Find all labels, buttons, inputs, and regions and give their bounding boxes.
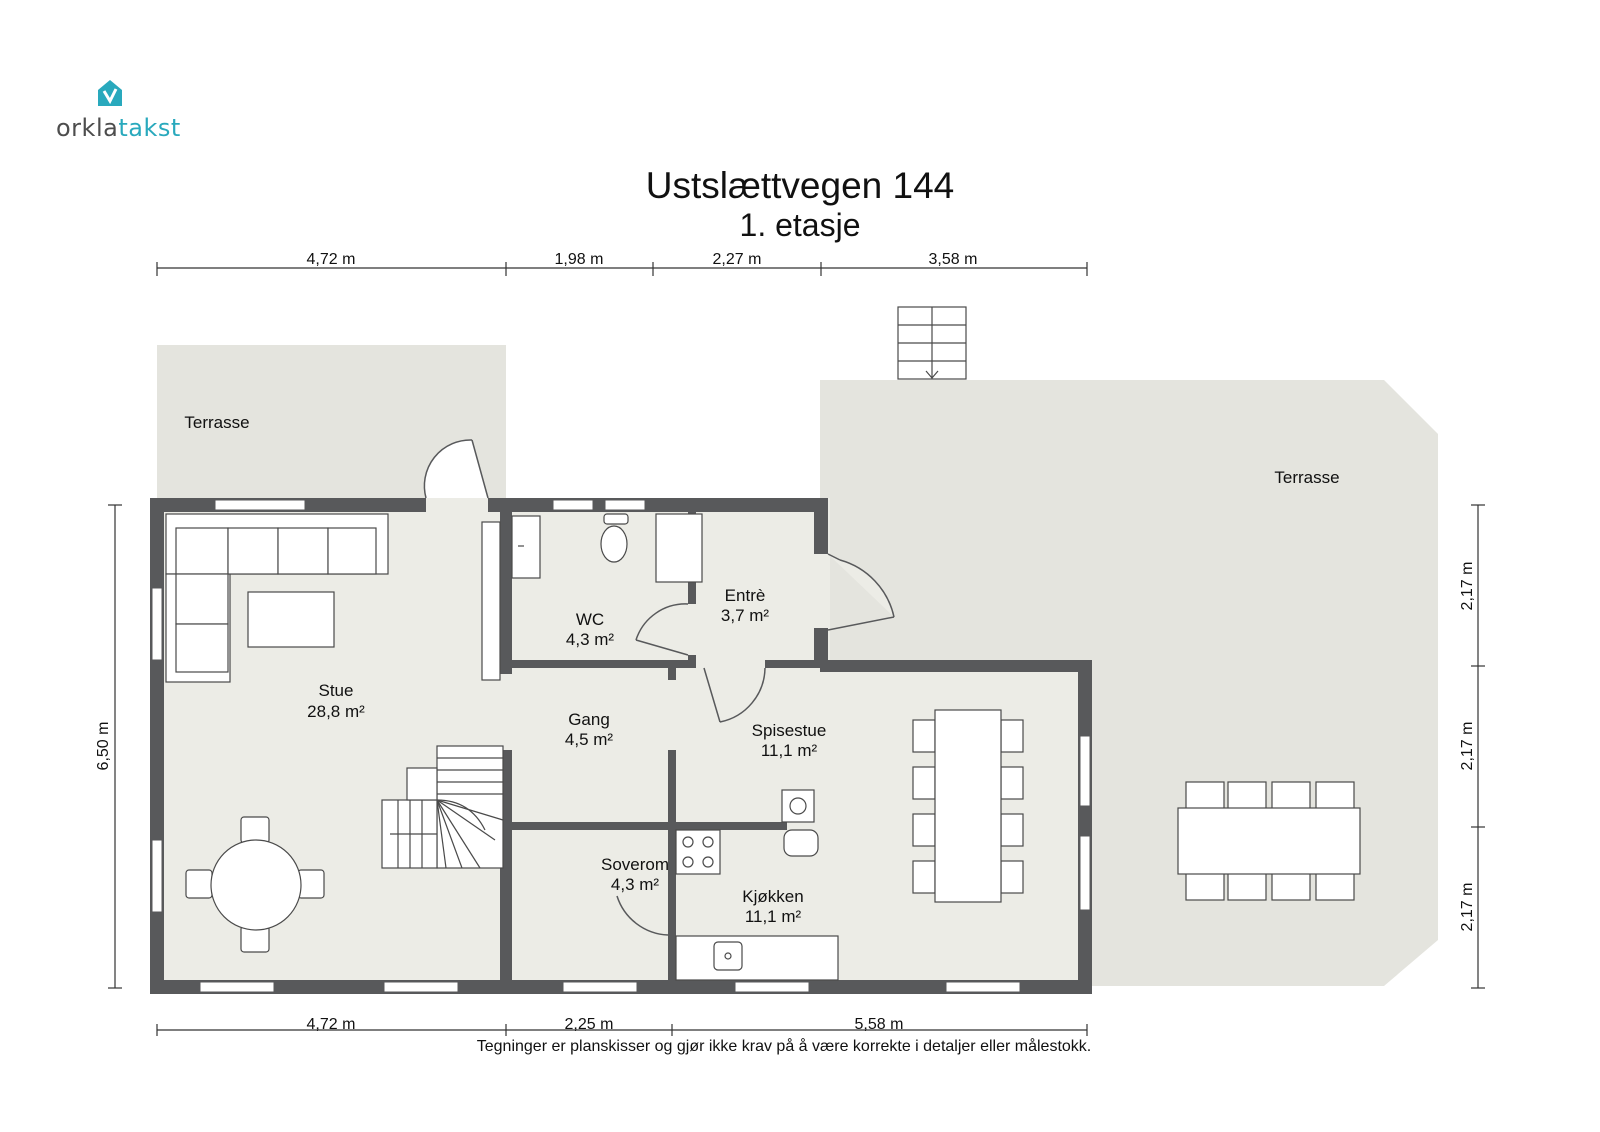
dim-top-2: 1,98 m <box>555 251 604 268</box>
dim-top-4: 3,58 m <box>929 251 978 268</box>
room-area-spisestue: 11,1 m² <box>761 741 818 760</box>
room-label-entre: Entrè <box>725 586 766 605</box>
dim-bottom-2: 2,25 m <box>565 1016 614 1033</box>
room-label-terrace-right: Terrasse <box>1274 468 1339 487</box>
room-label-stue: Stue <box>319 681 354 700</box>
dim-top-3: 2,27 m <box>713 251 762 268</box>
dining-table <box>912 709 1024 903</box>
orklatakst-logo: orklatakst <box>56 76 196 146</box>
doors <box>423 439 895 936</box>
room-area-wc: 4,3 m² <box>566 630 615 649</box>
room-area-entre: 3,7 m² <box>721 606 770 625</box>
kitchen-fixtures <box>675 789 839 981</box>
sofa <box>165 513 389 683</box>
room-label-spisestue: Spisestue <box>752 721 827 740</box>
house-check-icon <box>98 80 122 106</box>
logo-part-2: takst <box>118 114 181 142</box>
logo-part-1: orkla <box>56 114 119 142</box>
disclaimer-text: Tegninger er planskisser og gjør ikke kr… <box>0 1038 1600 1056</box>
coffee-table <box>247 591 335 648</box>
dim-top-1: 4,72 m <box>307 251 356 268</box>
logo-wordmark: orklatakst <box>56 114 181 142</box>
plan-title: Ustslættvegen 144 <box>645 165 955 206</box>
room-label-wc: WC <box>576 610 604 629</box>
disclaimer-label: Tegninger er planskisser og gjør ikke kr… <box>476 1038 1092 1055</box>
dim-bottom-3: 5,58 m <box>855 1016 904 1033</box>
dimension-lines <box>108 262 1485 1036</box>
wall-shelf <box>481 521 501 681</box>
room-area-stue: 28,8 m² <box>307 702 365 721</box>
round-dining-table <box>185 816 325 953</box>
room-label-kjokken: Kjøkken <box>742 887 803 906</box>
room-label-gang: Gang <box>568 710 610 729</box>
room-label-terrace-left: Terrasse <box>184 413 249 432</box>
dim-bottom-1: 4,72 m <box>307 1016 356 1033</box>
outdoor-dining-table <box>1177 781 1361 901</box>
room-area-gang: 4,5 m² <box>565 730 614 749</box>
terrace-steps <box>897 306 967 380</box>
windows <box>151 499 1091 993</box>
dim-right-1: 2,17 m <box>1459 562 1476 611</box>
dim-right-3: 2,17 m <box>1459 883 1476 932</box>
room-area-soverom: 4,3 m² <box>611 875 660 894</box>
room-label-soverom: Soverom <box>601 855 669 874</box>
staircase <box>381 745 504 869</box>
bathroom-fixtures <box>511 513 703 583</box>
dim-right-2: 2,17 m <box>1459 722 1476 771</box>
room-area-kjokken: 11,1 m² <box>745 907 802 926</box>
dim-left: 6,50 m <box>95 722 112 771</box>
plan-subtitle: 1. etasje <box>739 207 861 243</box>
